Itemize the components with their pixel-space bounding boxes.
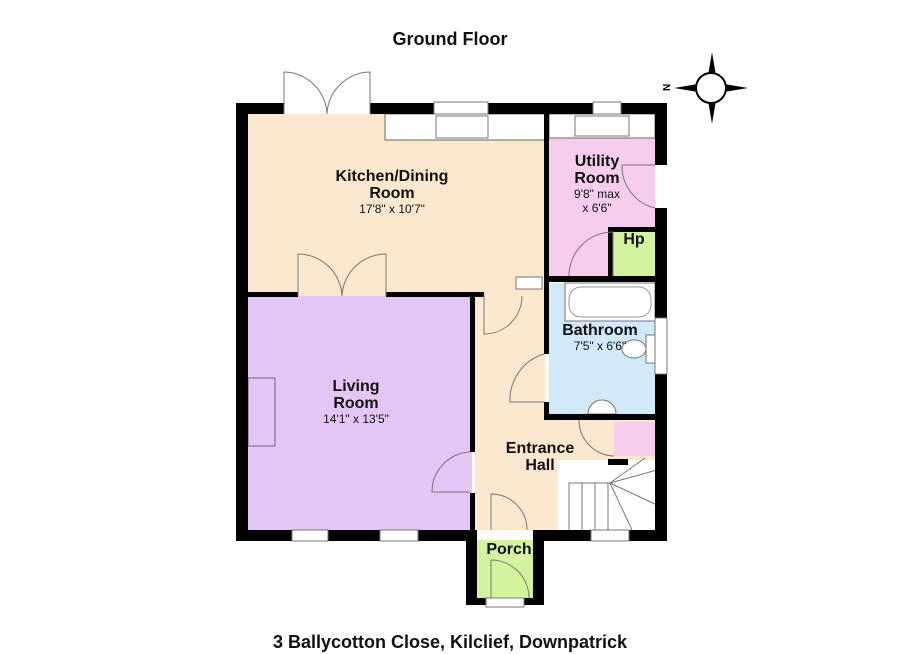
bathtub-inner bbox=[568, 286, 652, 318]
living-name-line2: Room bbox=[333, 395, 379, 412]
hp-label: Hp bbox=[613, 231, 655, 248]
windows bbox=[291, 101, 668, 608]
doors bbox=[283, 71, 656, 599]
hp-floor bbox=[613, 227, 655, 276]
utility-sink bbox=[574, 115, 630, 137]
understairs-door-wall bbox=[608, 459, 628, 465]
understairs-floor bbox=[614, 422, 657, 456]
utility-dims-line2: x 6'6" bbox=[582, 201, 612, 215]
kitchen-name-line2: Room bbox=[369, 185, 415, 202]
hall-name-line1: Entrance bbox=[505, 440, 575, 457]
utility-name-line1: Utility bbox=[574, 153, 620, 170]
utility-dims-line1: 9'8" max bbox=[574, 187, 620, 201]
kitchen-tap-box bbox=[515, 276, 543, 290]
bathroom-label: Bathroom 7'5" x 6'6" bbox=[545, 322, 655, 353]
walls bbox=[236, 103, 667, 605]
kitchen-name-line1: Kitchen/Dining bbox=[335, 168, 449, 185]
bathroom-name: Bathroom bbox=[562, 322, 638, 339]
porch-label: Porch bbox=[477, 541, 541, 558]
porch-floor bbox=[477, 540, 533, 598]
living-name-line1: Living bbox=[332, 378, 380, 395]
porch-name: Porch bbox=[486, 541, 532, 558]
basin bbox=[587, 399, 617, 415]
living-floor bbox=[248, 296, 472, 530]
living-dims: 14'1" x 13'5" bbox=[323, 412, 389, 426]
utility-name-line2: Room bbox=[574, 170, 620, 187]
kitchen-sink bbox=[435, 115, 489, 139]
utility-label: Utility Room 9'8" max x 6'6" bbox=[552, 153, 642, 215]
kitchen-floor bbox=[248, 114, 544, 296]
floor-title: Ground Floor bbox=[392, 29, 508, 49]
kitchen-dims: 17'8" x 10'7" bbox=[359, 202, 425, 216]
property-address: 3 Ballycotton Close, Kilclief, Downpatri… bbox=[272, 632, 628, 652]
kitchen-label: Kitchen/Dining Room 17'8" x 10'7" bbox=[312, 168, 472, 216]
living-label: Living Room 14'1" x 13'5" bbox=[296, 378, 416, 426]
compass-rose-icon bbox=[674, 52, 748, 124]
compass-north-label: N bbox=[662, 84, 673, 91]
hp-name: Hp bbox=[623, 231, 645, 248]
hall-name-line2: Hall bbox=[525, 457, 555, 474]
hall-label: Entrance Hall bbox=[495, 440, 585, 474]
staircase bbox=[568, 457, 658, 531]
bathroom-dims: 7'5" x 6'6" bbox=[573, 339, 627, 353]
